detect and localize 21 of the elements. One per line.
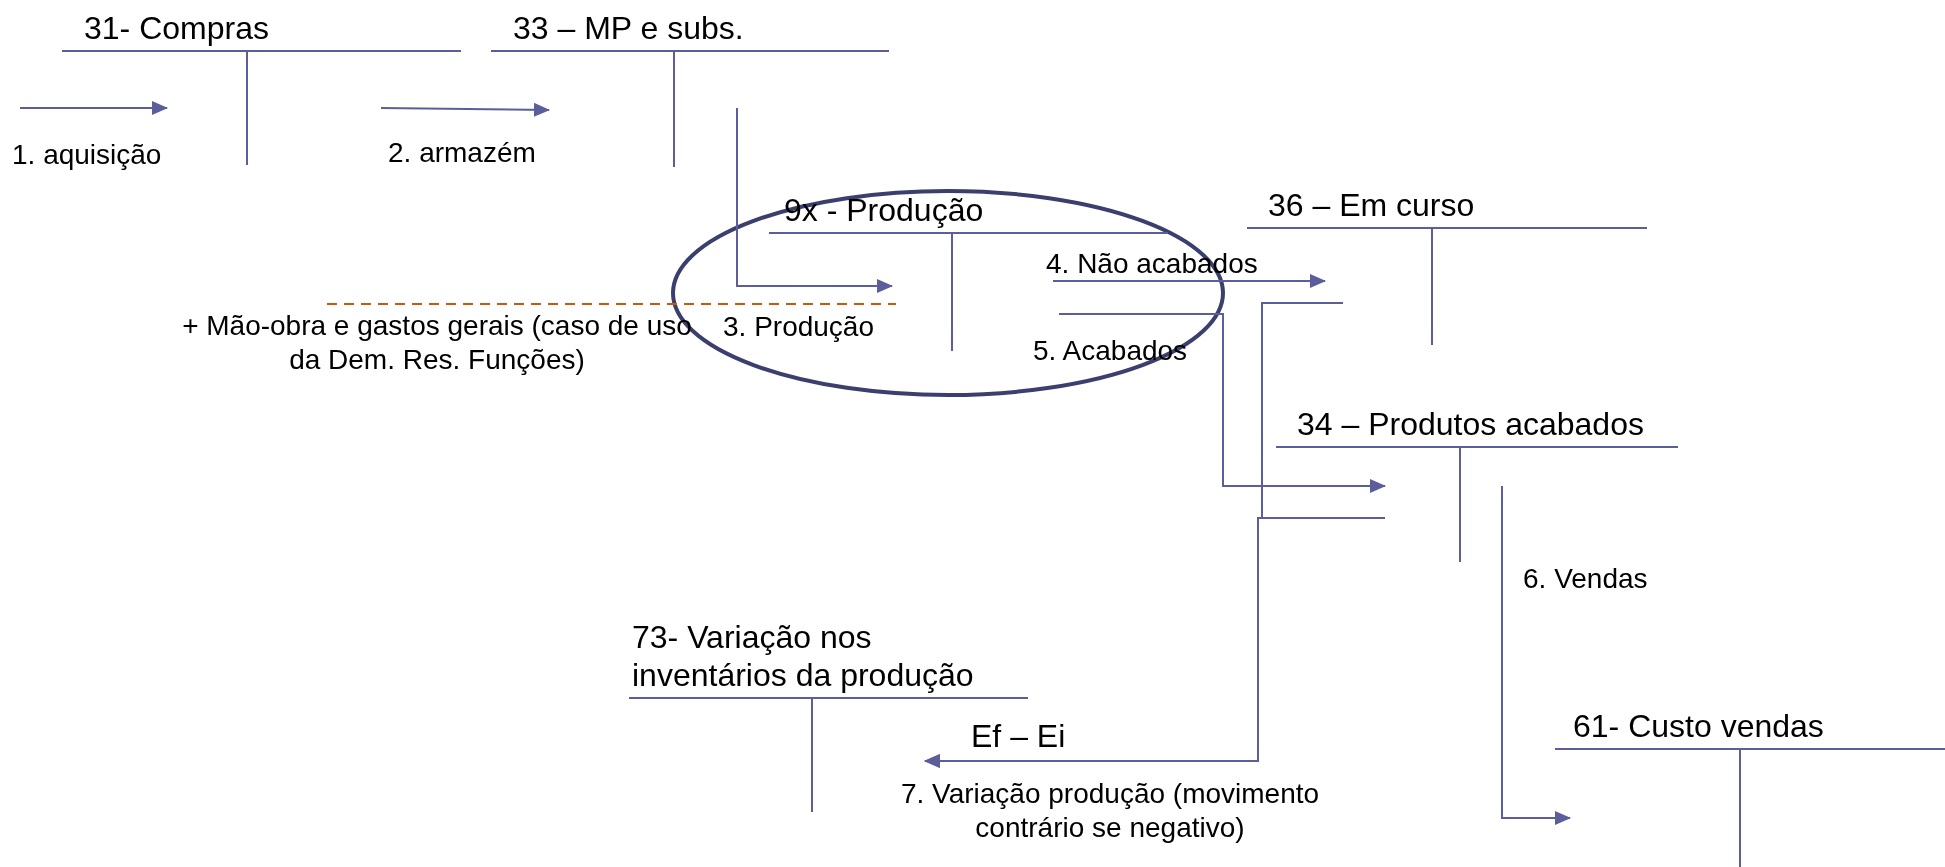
arrow: [736, 107, 893, 293]
edge-label: 7. Variação produção (movimento contrário se negativo): [899, 777, 1321, 845]
dashed-line: [326, 303, 897, 305]
edge-label: 6. Vendas: [1523, 562, 1648, 596]
formula-label: Ef – Ei: [971, 717, 1066, 755]
account-title: 33 – MP e subs.: [513, 9, 744, 47]
arrow: [19, 101, 168, 115]
edge-label: + Mão-obra e gastos gerais (caso de uso da Dem. Res. Funções): [181, 309, 693, 377]
account-title: 36 – Em curso: [1268, 186, 1475, 224]
account-title: 61- Custo vendas: [1573, 707, 1824, 745]
edge-label: 3. Produção: [723, 310, 874, 344]
account-title: 34 – Produtos acabados: [1297, 405, 1644, 443]
arrow: [1501, 485, 1571, 825]
edge-label: 1. aquisição: [12, 138, 162, 172]
arrow: [380, 102, 550, 117]
arrow: [1052, 274, 1326, 288]
arrow: [924, 517, 1386, 768]
account-title: 73- Variação nos inventários da produção: [632, 618, 975, 694]
edge-label: 2. armazém: [388, 136, 536, 170]
arrow: [1058, 313, 1386, 493]
account-title: 31- Compras: [84, 9, 269, 47]
